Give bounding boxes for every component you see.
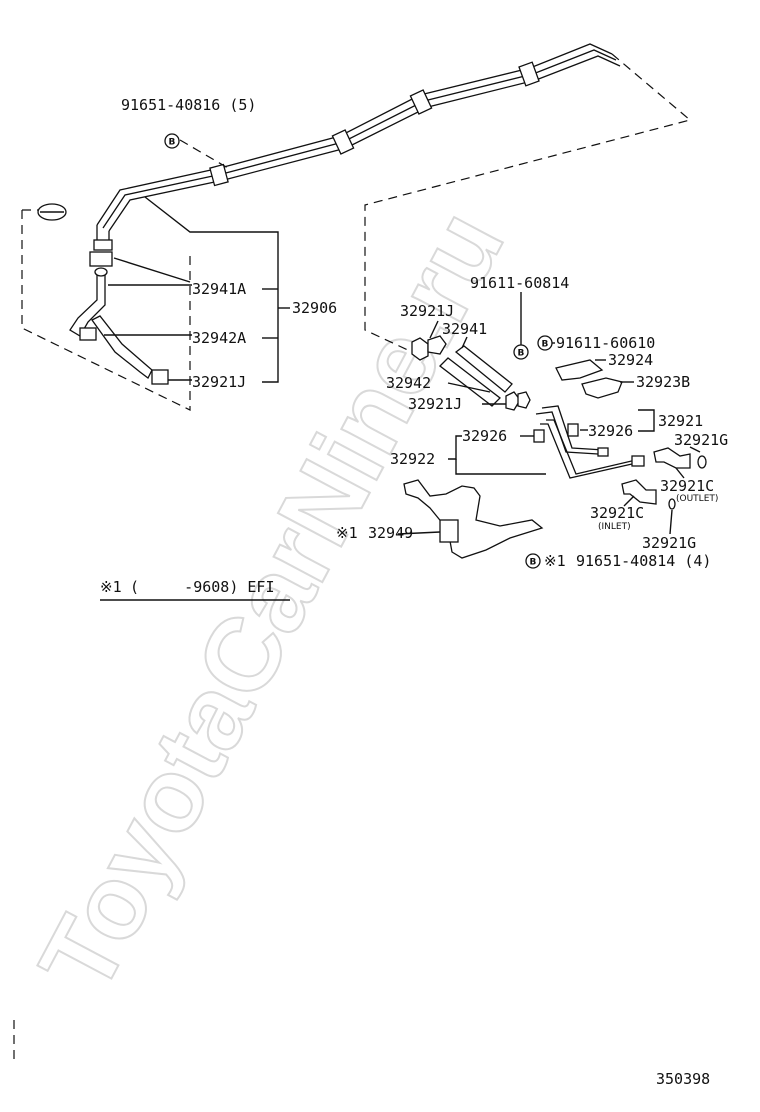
label-32921: 32921	[658, 412, 703, 430]
diagram-number: 350398	[656, 1070, 710, 1088]
label-32906: 32906	[292, 299, 337, 317]
svg-text:B: B	[518, 349, 525, 359]
svg-text:B: B	[530, 558, 537, 568]
label-91651-40816: 91651-40816 (5)	[121, 96, 256, 114]
label-32926-a: 32926	[462, 427, 507, 445]
pipe-assembly-32906	[93, 43, 621, 251]
detail-parts: B B B	[403, 335, 707, 569]
svg-text:B: B	[542, 340, 549, 350]
label-91611-60814: 91611-60814	[470, 274, 569, 292]
label-32922: 32922	[390, 450, 435, 468]
label-32942A: 32942A	[192, 329, 246, 347]
label-32921G-bot: 32921G	[642, 534, 696, 552]
label-32941A: 32941A	[192, 280, 246, 298]
label-32926-b: 32926	[588, 422, 633, 440]
label-32923B: 32923B	[636, 373, 690, 391]
label-outlet: (OUTLET)	[676, 494, 718, 504]
footnote-text: ( -9608) EFI	[130, 578, 275, 596]
label-32921G-top: 32921G	[674, 431, 728, 449]
label-inlet: (INLET)	[598, 522, 631, 532]
label-32942: 32942	[386, 374, 431, 392]
label-91651-40814: 91651-40814 (4)	[576, 552, 711, 570]
label-mark-32949: ※1	[336, 524, 358, 542]
hoses-left	[69, 251, 169, 385]
footnote-mark: ※1	[100, 578, 122, 596]
label-32924: 32924	[608, 351, 653, 369]
leaders-left	[104, 139, 290, 383]
label-32921J-left: 32921J	[192, 373, 246, 391]
bolt-91651-40816: B	[164, 133, 180, 149]
label-32921C-outlet: 32921C	[660, 477, 714, 495]
detail-connector	[364, 53, 692, 353]
label-91611-60610: 91611-60610	[556, 334, 655, 352]
svg-text:B: B	[169, 138, 176, 148]
part-labels: 91651-40816 (5) 32941A 32942A 32921J 329…	[121, 96, 728, 570]
label-32921J-mid: 32921J	[408, 395, 462, 413]
label-32949: 32949	[368, 524, 413, 542]
oil-cooler-outline	[21, 203, 191, 411]
label-mark-91651-40814: ※1	[544, 552, 566, 570]
footnote: ※1 ( -9608) EFI	[100, 578, 290, 601]
label-32941: 32941	[442, 320, 487, 338]
label-32921J-top: 32921J	[400, 302, 454, 320]
label-32921C-inlet: 32921C	[590, 504, 644, 522]
leaders-right	[397, 292, 701, 535]
